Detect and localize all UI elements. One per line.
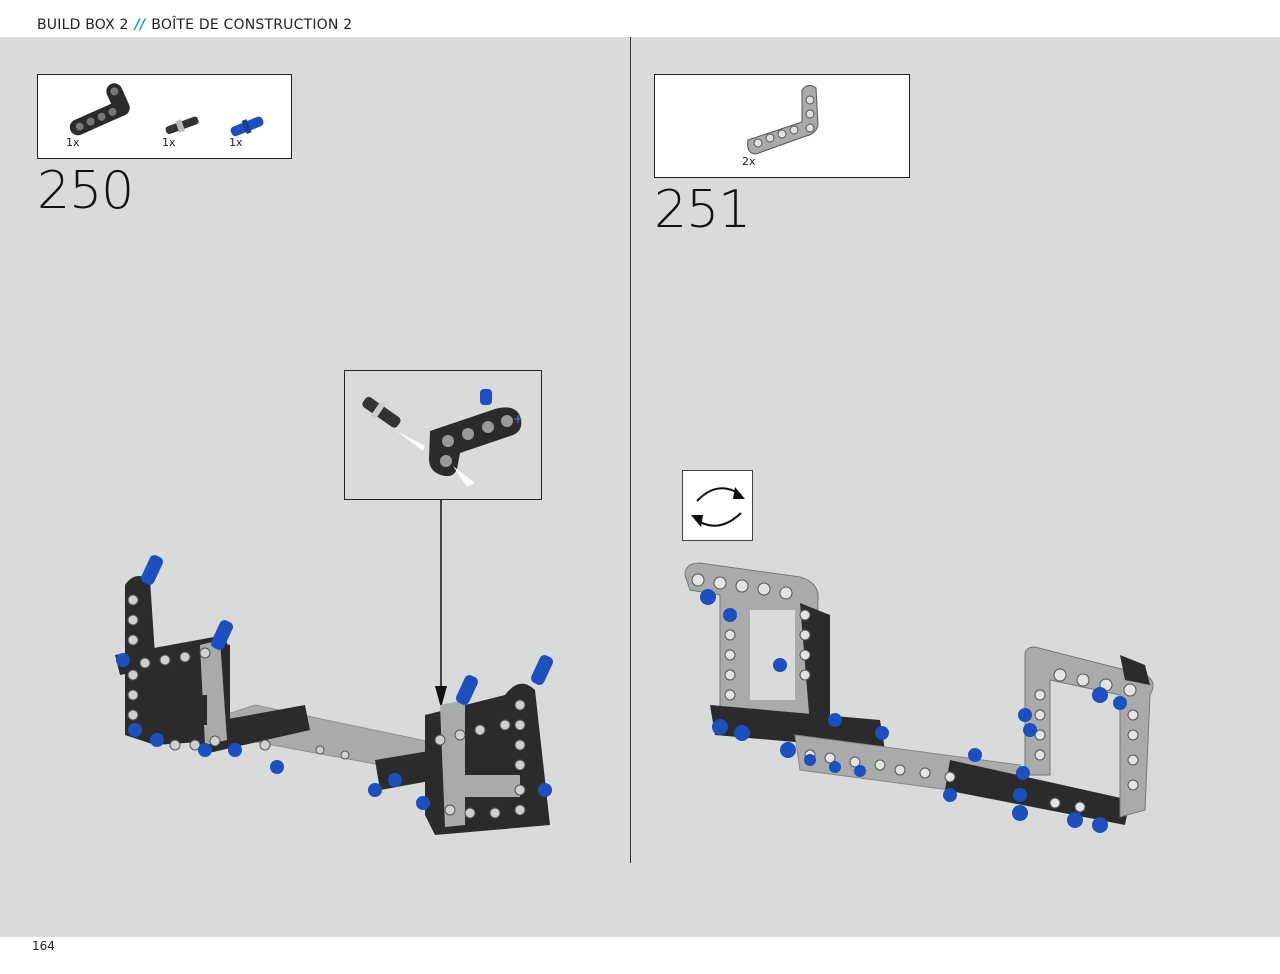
gray-l-beam-icon — [747, 84, 819, 155]
step-number-250: 250 — [37, 161, 134, 221]
step-number-251: 251 — [654, 180, 751, 240]
callout-arrow — [435, 500, 447, 708]
step-divider — [630, 37, 631, 863]
parts-list-251: 2x — [654, 74, 910, 178]
rotate-model-box — [682, 470, 753, 541]
header-title-french: BOÎTE DE CONSTRUCTION 2 — [151, 17, 353, 33]
header-title: BUILD BOX 2 // BOÎTE DE CONSTRUCTION 2 — [37, 17, 352, 33]
part-qty-2: 1x — [162, 136, 176, 149]
blue-pin-icon — [230, 116, 264, 137]
parts-list-250: 1x 1x 1x — [37, 74, 292, 159]
page-header: BUILD BOX 2 // BOÎTE DE CONSTRUCTION 2 — [0, 0, 1280, 37]
page-number: 164 — [32, 939, 55, 953]
header-separator: // — [134, 17, 146, 33]
part-qty-1: 1x — [66, 136, 80, 149]
model-assembly-251 — [684, 562, 1154, 833]
model-assembly-250 — [115, 555, 554, 835]
callout-illustration: + — [362, 389, 523, 487]
rotate-model-icon — [691, 487, 745, 527]
svg-text:+: + — [513, 412, 523, 426]
part-qty-3: 1x — [229, 136, 243, 149]
header-title-english: BUILD BOX 2 — [37, 17, 129, 33]
part-qty-4: 2x — [742, 155, 756, 168]
page-footer: 164 — [0, 937, 1280, 974]
black-angled-beam-icon — [69, 83, 130, 136]
black-axle-pin-icon — [165, 116, 199, 135]
callout-detail-250: + — [344, 370, 542, 500]
